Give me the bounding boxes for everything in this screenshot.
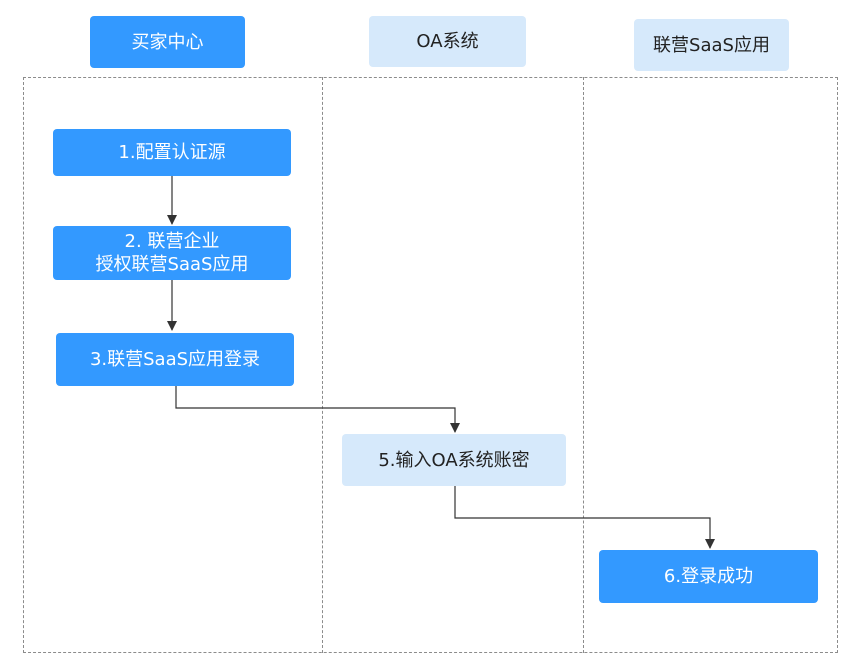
step-2-label-line-1: 2. 联营企业 [124, 231, 220, 252]
lane-header-saas-app-label: 联营SaaS应用 [653, 34, 770, 56]
step-3-label: 3.联营SaaS应用登录 [89, 349, 261, 370]
lane-header-oa-system-label: OA系统 [416, 31, 479, 52]
step-2-label-line-2: 授权联营SaaS应用 [95, 254, 249, 275]
step-6-label: 6.登录成功 [663, 566, 754, 587]
step-2-authorize-saas-app: 2. 联营企业 授权联营SaaS应用 [53, 226, 291, 280]
step-5-label: 5.输入OA系统账密 [378, 449, 530, 471]
connector-3-to-5 [175, 386, 460, 433]
lane-divider-2 [583, 77, 584, 653]
lane-header-saas-app: 联营SaaS应用 [634, 19, 789, 71]
step-3-saas-app-login: 3.联营SaaS应用登录 [56, 333, 294, 386]
lane-header-buyer-center-label: 买家中心 [131, 31, 204, 53]
step-1-configure-auth-source: 1.配置认证源 [53, 129, 291, 176]
connector-5-to-6 [454, 486, 715, 549]
lane-header-buyer-center: 买家中心 [90, 16, 245, 68]
step-1-label: 1.配置认证源 [118, 142, 226, 163]
lane-header-oa-system: OA系统 [369, 16, 526, 67]
lane-divider-1 [322, 77, 323, 653]
step-5-enter-oa-credentials: 5.输入OA系统账密 [342, 434, 566, 486]
swimlane-frame [23, 77, 838, 653]
step-6-login-success: 6.登录成功 [599, 550, 818, 603]
